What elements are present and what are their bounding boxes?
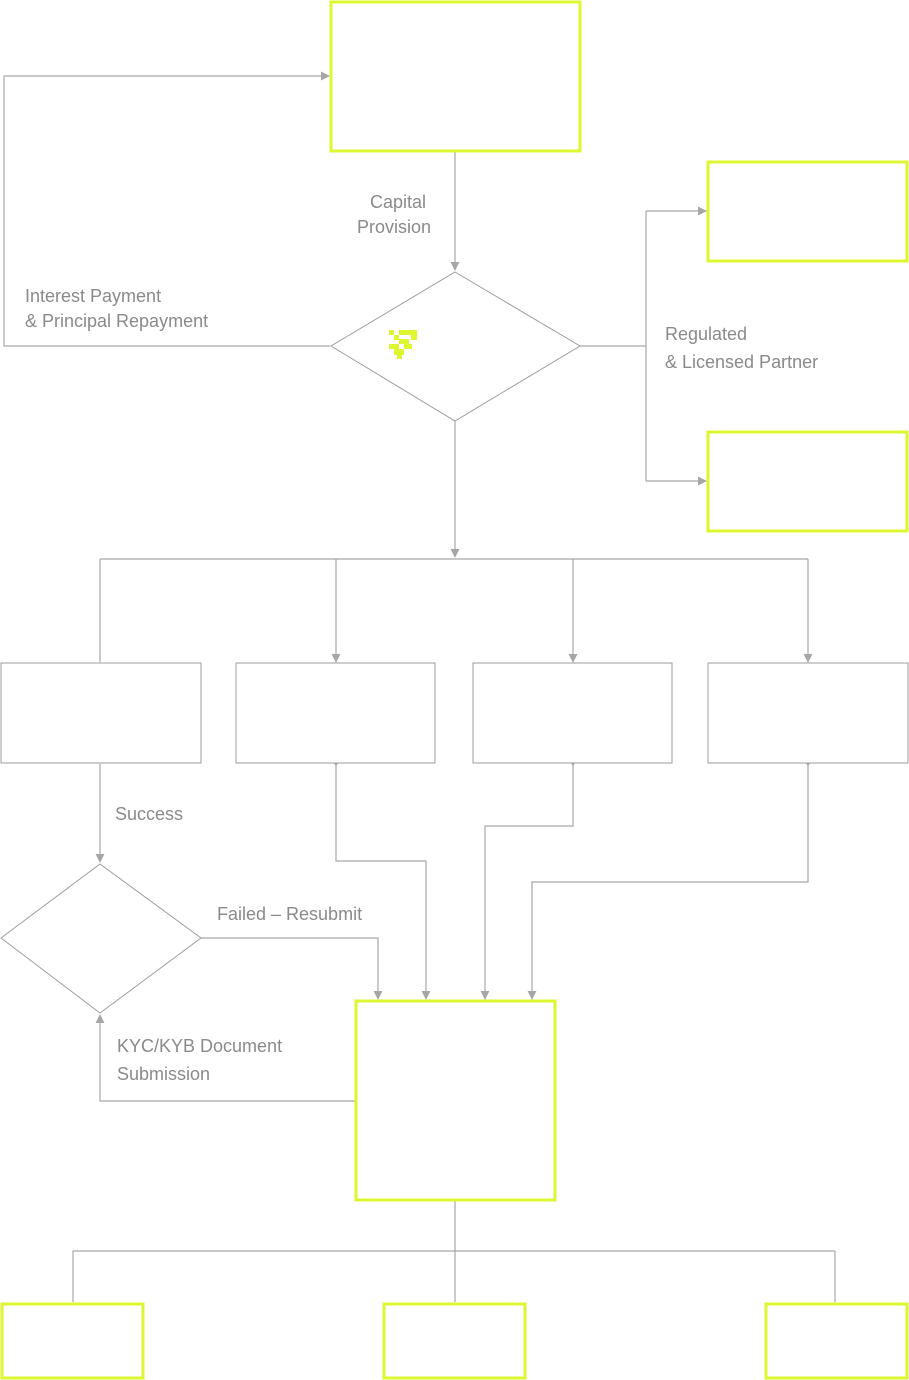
connectors: [3, 71, 836, 1302]
edge-interest-repayment: [3, 71, 330, 347]
interest-repayment-label: Interest Payment & Principal Repayment: [25, 286, 208, 331]
core-platform-box: [354, 999, 557, 1202]
process-box-2: [235, 662, 436, 764]
edge-kyc-submission: [95, 1014, 355, 1102]
partner-box-top: [706, 160, 909, 263]
edge-box-2-to-core: [331, 757, 431, 1000]
output-box-left: [0, 1302, 145, 1380]
hub-decision-diamond: [330, 271, 581, 422]
process-box-1: [0, 662, 202, 764]
verification-decision-diamond: [0, 863, 202, 1014]
kyc-submission-label: KYC/KYB Document Submission: [117, 1036, 287, 1084]
success-label: Success: [115, 804, 183, 824]
edge-failed-resubmit: [201, 937, 383, 1000]
edge-distribution-bar: [99, 558, 808, 662]
partner-box-bottom: [706, 430, 909, 533]
output-box-middle: [382, 1302, 527, 1380]
neutral-nodes: [0, 271, 909, 1014]
pixel-logo-icon: [389, 330, 417, 359]
capital-source-box: [329, 0, 582, 153]
edge-box-4-to-core: [527, 757, 813, 1000]
output-box-right: [764, 1302, 909, 1380]
edge-labels: Capital Provision Interest Payment & Pri…: [25, 192, 818, 1084]
regulated-partner-label: Regulated & Licensed Partner: [665, 324, 818, 372]
capital-provision-label: Capital Provision: [357, 192, 431, 237]
edge-core-down: [72, 1201, 836, 1302]
process-box-3: [472, 662, 673, 764]
failed-resubmit-label: Failed – Resubmit: [217, 904, 362, 924]
process-box-4: [707, 662, 909, 764]
edge-partner-trunk: [580, 211, 647, 481]
